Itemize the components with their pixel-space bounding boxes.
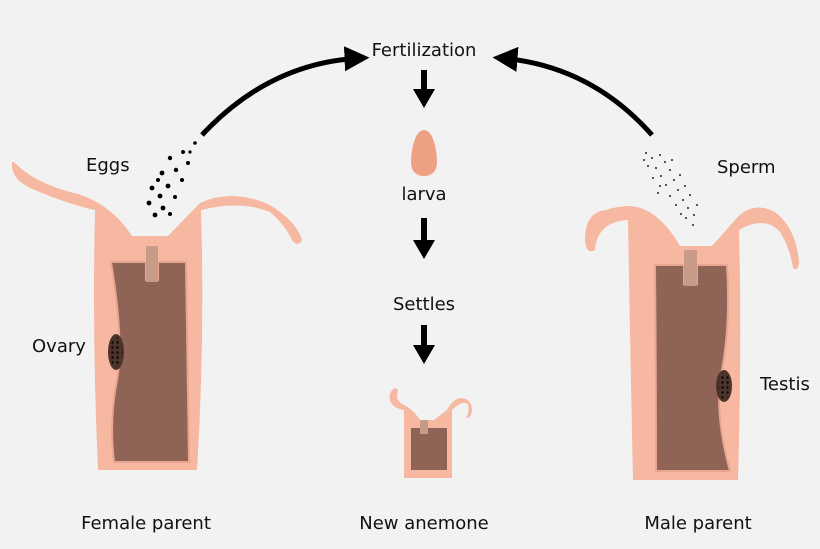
curved-arrow-right-icon (492, 46, 654, 137)
curved-arrow-left-icon (200, 46, 370, 137)
sperm-particles-icon (643, 152, 698, 226)
larva-label: larva (401, 184, 447, 205)
female-parent-anemone (11, 162, 303, 470)
down-arrow-icon (413, 325, 435, 364)
sperm-label: Sperm (717, 157, 776, 178)
testis-label: Testis (760, 374, 810, 395)
fertilization-label: Fertilization (371, 40, 477, 61)
down-arrow-icon (413, 218, 435, 259)
egg-particles-icon (146, 141, 197, 218)
new-anemone-label: New anemone (359, 513, 489, 534)
female-parent-label: Female parent (81, 513, 211, 534)
down-arrow-icon (413, 70, 435, 108)
male-parent-anemone (585, 206, 799, 480)
new-anemone-icon (389, 388, 472, 478)
male-parent-label: Male parent (644, 513, 752, 534)
settles-label: Settles (392, 294, 456, 315)
ovary-label: Ovary (32, 336, 86, 357)
eggs-label: Eggs (86, 155, 130, 176)
larva-icon (411, 130, 437, 176)
